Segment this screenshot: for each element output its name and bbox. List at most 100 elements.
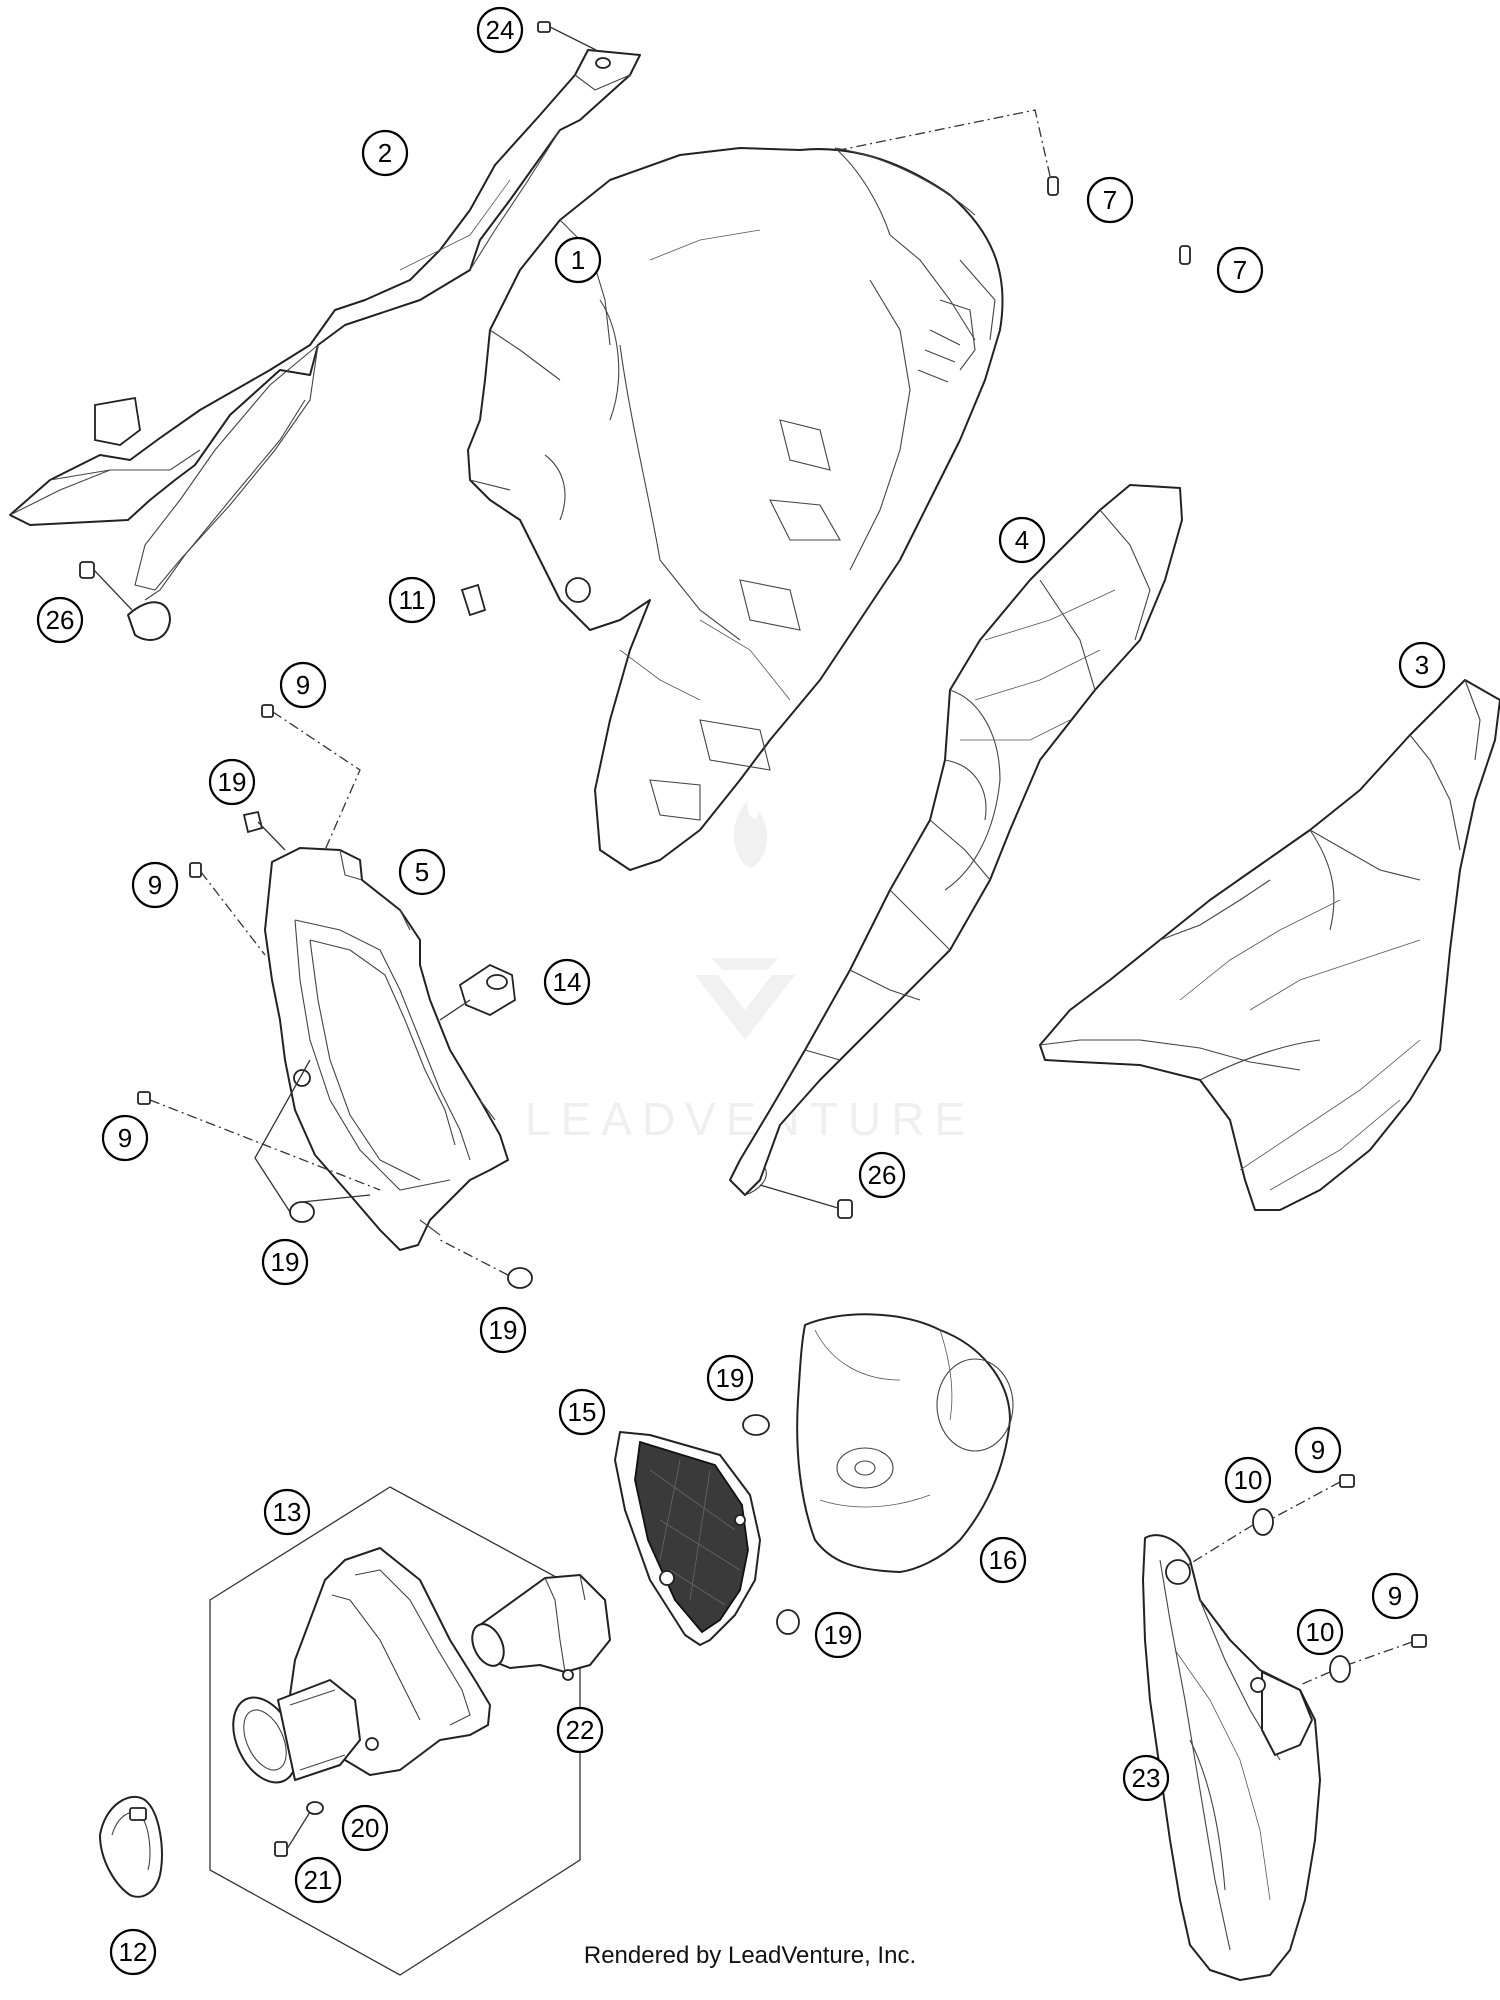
svg-text:1: 1 <box>571 245 585 275</box>
svg-text:9: 9 <box>1311 1435 1325 1465</box>
callout-9-top: 9 <box>279 661 327 709</box>
watermark-brand-text: LEADVENTURE <box>525 1093 975 1145</box>
part-bolt-24 <box>537 21 597 51</box>
svg-text:21: 21 <box>304 1865 333 1895</box>
callout-12: 12 <box>109 1928 157 1976</box>
callout-21: 21 <box>294 1856 342 1904</box>
part-air-filter-element <box>614 1431 761 1646</box>
svg-text:4: 4 <box>1015 525 1029 555</box>
part-bolt-26-right <box>759 1184 853 1219</box>
part-washer-20 <box>306 1801 324 1815</box>
svg-text:12: 12 <box>119 1937 148 1967</box>
callout-23: 23 <box>1122 1754 1170 1802</box>
svg-text:16: 16 <box>989 1545 1018 1575</box>
part-bolt-26-left <box>79 561 133 611</box>
part-nut-19-right <box>439 1239 533 1289</box>
callout-11: 11 <box>388 576 436 624</box>
callout-24: 24 <box>476 6 524 54</box>
svg-text:9: 9 <box>1388 1581 1402 1611</box>
callout-26-left: 26 <box>36 596 84 644</box>
svg-text:26: 26 <box>46 605 75 635</box>
group-box-intake-boot <box>209 1486 581 1976</box>
callout-3: 3 <box>1398 641 1446 689</box>
callout-9-low: 9 <box>101 1114 149 1162</box>
callout-19-top: 19 <box>208 758 256 806</box>
callout-13: 13 <box>263 1488 311 1536</box>
part-left-side-cover <box>9 49 641 641</box>
footer-credit: Rendered by LeadVenture, Inc. <box>583 1942 917 1969</box>
svg-text:2: 2 <box>378 138 392 168</box>
callout-19-left: 19 <box>261 1238 309 1286</box>
part-clip-11 <box>460 583 487 617</box>
callout-16: 16 <box>979 1536 1027 1584</box>
part-screw-9-right-top <box>1272 1474 1355 1519</box>
callout-14: 14 <box>543 958 591 1006</box>
svg-text:19: 19 <box>716 1363 745 1393</box>
callout-7-lower: 7 <box>1216 246 1264 294</box>
svg-text:9: 9 <box>118 1123 132 1153</box>
part-filter-housing <box>264 847 509 1251</box>
part-hose-clamp-12 <box>99 1795 163 1898</box>
svg-text:19: 19 <box>271 1247 300 1277</box>
part-nut-19-top <box>242 810 286 851</box>
svg-text:19: 19 <box>824 1620 853 1650</box>
svg-text:26: 26 <box>868 1160 897 1190</box>
part-intake-boot <box>232 1547 491 1784</box>
svg-text:20: 20 <box>351 1813 380 1843</box>
callout-7-upper: 7 <box>1086 176 1134 224</box>
svg-text:22: 22 <box>566 1715 595 1745</box>
part-washer-10-bottom <box>1299 1655 1351 1686</box>
svg-text:10: 10 <box>1234 1465 1263 1495</box>
part-small-duct-22 <box>471 1574 611 1681</box>
part-screw-9-top <box>261 704 361 851</box>
svg-text:13: 13 <box>273 1497 302 1527</box>
part-nut-19-filter-bottom <box>776 1609 800 1635</box>
svg-text:3: 3 <box>1415 650 1429 680</box>
callout-10-bottom: 10 <box>1296 1608 1344 1656</box>
svg-text:15: 15 <box>568 1397 597 1427</box>
svg-text:19: 19 <box>489 1315 518 1345</box>
svg-text:5: 5 <box>415 857 429 887</box>
svg-text:19: 19 <box>218 767 247 797</box>
part-washer-10-top <box>1187 1508 1274 1566</box>
svg-text:9: 9 <box>148 870 162 900</box>
callout-2: 2 <box>361 129 409 177</box>
callout-9-right-bottom: 9 <box>1371 1572 1419 1620</box>
callout-5: 5 <box>398 848 446 896</box>
callout-9-right-top: 9 <box>1294 1426 1342 1474</box>
part-screw-7-lower <box>1179 245 1191 265</box>
callout-22: 22 <box>556 1706 604 1754</box>
callout-19-filter-top: 19 <box>706 1354 754 1402</box>
part-nut-19-left <box>254 1059 371 1223</box>
callout-4: 4 <box>998 516 1046 564</box>
svg-text:14: 14 <box>553 967 582 997</box>
callout-15: 15 <box>558 1388 606 1436</box>
part-right-side-cover <box>729 484 1183 1196</box>
callout-26-right: 26 <box>858 1151 906 1199</box>
part-main-housing <box>467 147 1004 871</box>
svg-text:7: 7 <box>1233 255 1247 285</box>
callout-19-filter-bottom: 19 <box>814 1611 862 1659</box>
watermark-logo: LEADVENTURE <box>525 800 975 1145</box>
callout-10-top: 10 <box>1224 1456 1272 1504</box>
part-tank-shroud <box>1039 679 1500 1211</box>
part-screw-7-upper <box>839 109 1059 196</box>
callout-19-right: 19 <box>479 1306 527 1354</box>
svg-text:24: 24 <box>486 15 515 45</box>
part-filter-cover <box>796 1313 1014 1573</box>
part-screw-9-mid <box>189 862 266 956</box>
part-connector-14 <box>439 963 516 1021</box>
svg-text:10: 10 <box>1306 1617 1335 1647</box>
part-screw-21 <box>274 1811 311 1857</box>
part-side-bracket-23 <box>1142 1534 1321 1981</box>
part-nut-19-filter-top <box>742 1414 770 1436</box>
svg-text:11: 11 <box>399 585 426 615</box>
svg-text:9: 9 <box>296 670 310 700</box>
svg-text:7: 7 <box>1103 185 1117 215</box>
svg-text:23: 23 <box>1132 1763 1161 1793</box>
callout-20: 20 <box>341 1804 389 1852</box>
part-screw-9-low <box>137 1091 381 1191</box>
part-screw-9-right-bottom <box>1349 1634 1427 1665</box>
callout-1: 1 <box>554 236 602 284</box>
